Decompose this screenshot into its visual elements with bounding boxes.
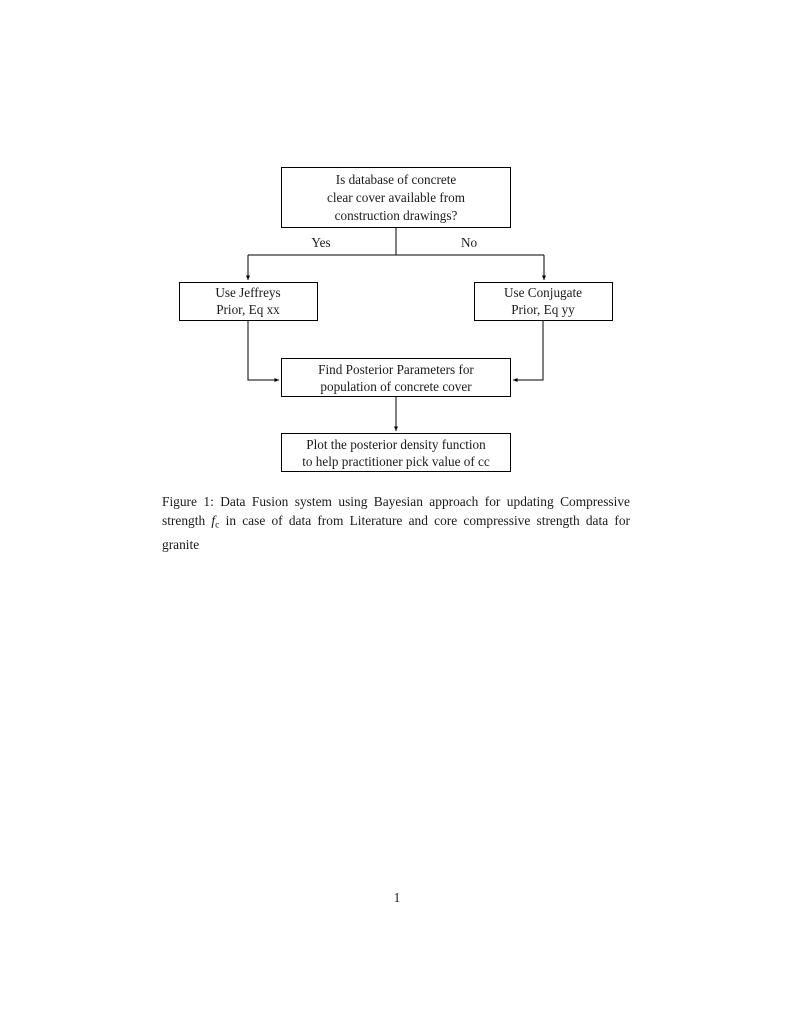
node-jeffreys-line-1: Use Jeffreys — [215, 285, 280, 300]
edge-label-no: No — [461, 235, 478, 250]
node-posterior-line-1: Find Posterior Parameters for — [318, 362, 474, 377]
branch-connectors — [246, 228, 546, 280]
node-plot-box — [281, 433, 511, 472]
merge-connectors — [247, 321, 544, 382]
node-conjugate: Use Conjugate Prior, Eq yy — [474, 282, 613, 321]
math-subscript-c: c — [215, 519, 220, 531]
node-plot-line-1: Plot the posterior density function — [306, 437, 486, 452]
node-jeffreys: Use Jeffreys Prior, Eq xx — [179, 282, 318, 321]
node-plot: Plot the posterior density function to h… — [281, 433, 511, 472]
node-posterior: Find Posterior Parameters for population… — [281, 358, 511, 397]
figure-caption-label: Figure 1: — [162, 494, 214, 509]
node-conjugate-line-2: Prior, Eq yy — [511, 302, 575, 317]
figure-caption: Figure 1: Data Fusion system using Bayes… — [162, 492, 630, 554]
node-posterior-line-2: population of concrete cover — [320, 379, 472, 394]
figure-flowchart: Is database of concrete clear cover avai… — [179, 167, 613, 472]
node-decision-line-3: construction drawings? — [335, 208, 458, 223]
page-number: 1 — [393, 890, 401, 905]
node-decision: Is database of concrete clear cover avai… — [281, 167, 511, 228]
edge-label-yes: Yes — [311, 235, 330, 250]
figure-caption-text-part1: Data Fusion system using Bayesian approa… — [162, 494, 630, 529]
node-jeffreys-box — [179, 282, 318, 321]
edge-jeffreys-to-posterior — [247, 321, 279, 382]
figure-caption-text-part2: in case of data from Literature and core… — [162, 513, 630, 553]
node-conjugate-line-1: Use Conjugate — [504, 285, 582, 300]
node-posterior-box — [281, 358, 511, 397]
node-conjugate-box — [474, 282, 613, 321]
edge-conjugate-to-posterior — [513, 321, 544, 382]
node-jeffreys-line-2: Prior, Eq xx — [216, 302, 280, 317]
node-plot-line-2: to help practitioner pick value of cc — [302, 454, 490, 469]
node-decision-line-2: clear cover available from — [327, 190, 466, 205]
figure-caption-math: fc — [211, 513, 220, 531]
node-decision-box — [281, 167, 511, 228]
node-decision-line-1: Is database of concrete — [336, 172, 457, 187]
math-symbol-f: f — [211, 513, 216, 529]
